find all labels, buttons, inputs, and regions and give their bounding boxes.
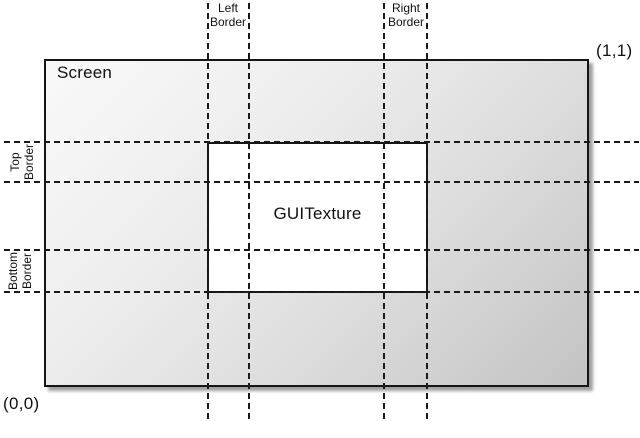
right-border-label-line2: Border bbox=[387, 15, 425, 30]
right-border-label: Right Border bbox=[388, 1, 424, 29]
bottom-border-label-line1: Bottom bbox=[5, 251, 20, 291]
screen-label: Screen bbox=[57, 63, 113, 82]
guitexture-rect: GUITexture bbox=[207, 142, 428, 293]
top-border-label-line2: Border bbox=[22, 143, 36, 181]
bottom-border-label-line2: Border bbox=[20, 252, 34, 290]
max-coordinate-label: (1,1) bbox=[596, 41, 633, 60]
bottom-border-label: Bottom Border bbox=[6, 252, 34, 290]
right-border-label-line1: Right bbox=[391, 1, 420, 15]
guitexture-label: GUITexture bbox=[273, 203, 362, 223]
top-border-label: Top Border bbox=[8, 144, 36, 180]
top-border-label-line1: Top bbox=[7, 152, 22, 172]
left-border-label-line1: Left bbox=[217, 1, 238, 15]
left-border-label: Left Border bbox=[210, 1, 246, 29]
left-border-label-line2: Border bbox=[209, 15, 247, 30]
origin-coordinate-label: (0,0) bbox=[3, 394, 40, 413]
